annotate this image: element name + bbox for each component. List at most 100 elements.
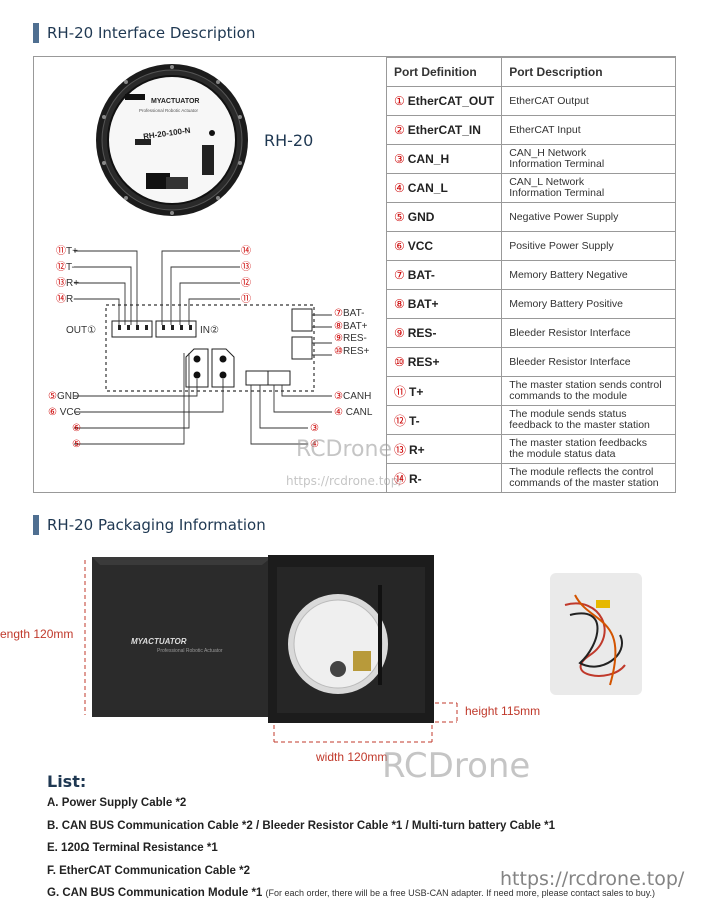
watermark-url: https://rcdrone.top/: [500, 868, 685, 890]
port-description-cell: The master station sends control command…: [501, 376, 676, 406]
list-title: List:: [47, 772, 87, 791]
list-item: A. Power Supply Cable *2: [47, 797, 187, 809]
right-port-labels: ⑦BAT- ⑧BAT+ ⑨RES- ⑩RES+: [334, 308, 369, 358]
port-name: CAN_H: [407, 152, 450, 166]
port-name: RES-: [407, 326, 437, 340]
watermark-url-small: https://rcdrone.top/: [286, 474, 403, 488]
port-number: ⑤: [394, 210, 405, 224]
right-num: ⑫: [241, 278, 251, 289]
label-canl: ④ CANL: [334, 407, 373, 418]
list-item: E. 120Ω Terminal Resistance *1: [47, 842, 218, 854]
packaging-photo: [84, 555, 642, 743]
interface-diagram-area: MYACTUATOR Professional Robotic Actuator…: [34, 57, 402, 492]
right-num: ⑭: [241, 246, 251, 257]
port-description-cell: The master station feedbacks the module …: [501, 434, 676, 464]
port-name: CAN_L: [407, 181, 448, 195]
list-item-note: (For each order, there will be a free US…: [265, 888, 656, 898]
label-bat-minus: ⑦BAT-: [334, 308, 365, 319]
model-label: RH-20: [264, 131, 314, 150]
port-number: ⑬: [394, 442, 407, 457]
port-number: ②: [394, 123, 405, 137]
port-description-cell: Negative Power Supply: [501, 202, 676, 232]
port-number: ⑭: [394, 471, 407, 486]
bottom-left-labels: ⑤GND ⑥ VCC ⑥ ⑤: [48, 389, 81, 453]
left-signal-labels: ⑪T+ ⑫T- ⑬R+ ⑭R-: [56, 244, 79, 308]
port-number: ⑧: [394, 297, 405, 311]
label-t-minus: ⑫T-: [56, 262, 75, 273]
port-description-cell: Memory Battery Negative: [501, 260, 676, 290]
interface-panel: MYACTUATOR Professional Robotic Actuator…: [33, 56, 676, 493]
interface-diagram: [74, 64, 332, 445]
interface-section-title: RH-20 Interface Description: [47, 24, 256, 42]
port-number: ⑦: [394, 268, 405, 282]
pcb-outline: [105, 304, 315, 392]
port-description-cell: EtherCAT Input: [501, 115, 676, 145]
label-res-plus: ⑩RES+: [334, 345, 370, 357]
label-num-five: ⑤: [72, 439, 81, 450]
label-num-six: ⑥: [72, 423, 81, 434]
out-label: OUT①: [66, 325, 97, 336]
port-description-cell: The module sends status feedback to the …: [501, 405, 676, 435]
port-name: EtherCAT_OUT: [407, 94, 495, 108]
label-r-plus: ⑬R+: [56, 278, 80, 289]
packaging-section-header: RH-20 Packaging Information: [33, 514, 266, 536]
port-number: ⑪: [394, 384, 407, 399]
port-name: VCC: [407, 239, 434, 253]
port-description-cell: CAN_H Network Information Terminal: [501, 144, 676, 174]
port-number: ④: [394, 181, 405, 195]
port-description-cell: Bleeder Resistor Interface: [501, 347, 676, 377]
packaging-section-title: RH-20 Packaging Information: [47, 516, 266, 534]
watermark-brand: RCDrone: [296, 437, 392, 462]
label-num-three: ③: [310, 423, 319, 434]
port-name: R+: [409, 442, 425, 457]
device-tagline: Professional Robotic Actuator: [139, 108, 199, 113]
right-num: ⑪: [241, 294, 251, 305]
table-header: Port Description: [501, 57, 676, 87]
device-brand: MYACTUATOR: [151, 98, 200, 105]
table-header-row: Port Definition Port Description: [385, 57, 676, 87]
label-num-four: ④: [310, 439, 319, 450]
port-description-cell: EtherCAT Output: [501, 86, 676, 116]
width-label: width 120mm: [316, 750, 388, 764]
table-header: Port Definition: [385, 57, 503, 87]
label-canh: ③CANH: [334, 391, 372, 402]
port-number: ⑨: [394, 326, 405, 340]
port-description-cell: Bleeder Resistor Interface: [501, 318, 676, 348]
port-description-cell: Memory Battery Positive: [501, 289, 676, 319]
port-name: BAT+: [407, 297, 439, 311]
port-name: RES+: [407, 355, 440, 369]
port-name: T-: [409, 413, 420, 428]
port-name: GND: [407, 210, 435, 224]
port-description-cell: The module reflects the control commands…: [501, 463, 676, 493]
list-item: B. CAN BUS Communication Cable *2 / Blee…: [47, 820, 556, 832]
actuator-top-view: [96, 64, 248, 216]
label-gnd: ⑤GND: [48, 391, 80, 402]
port-number: ③: [394, 152, 405, 166]
